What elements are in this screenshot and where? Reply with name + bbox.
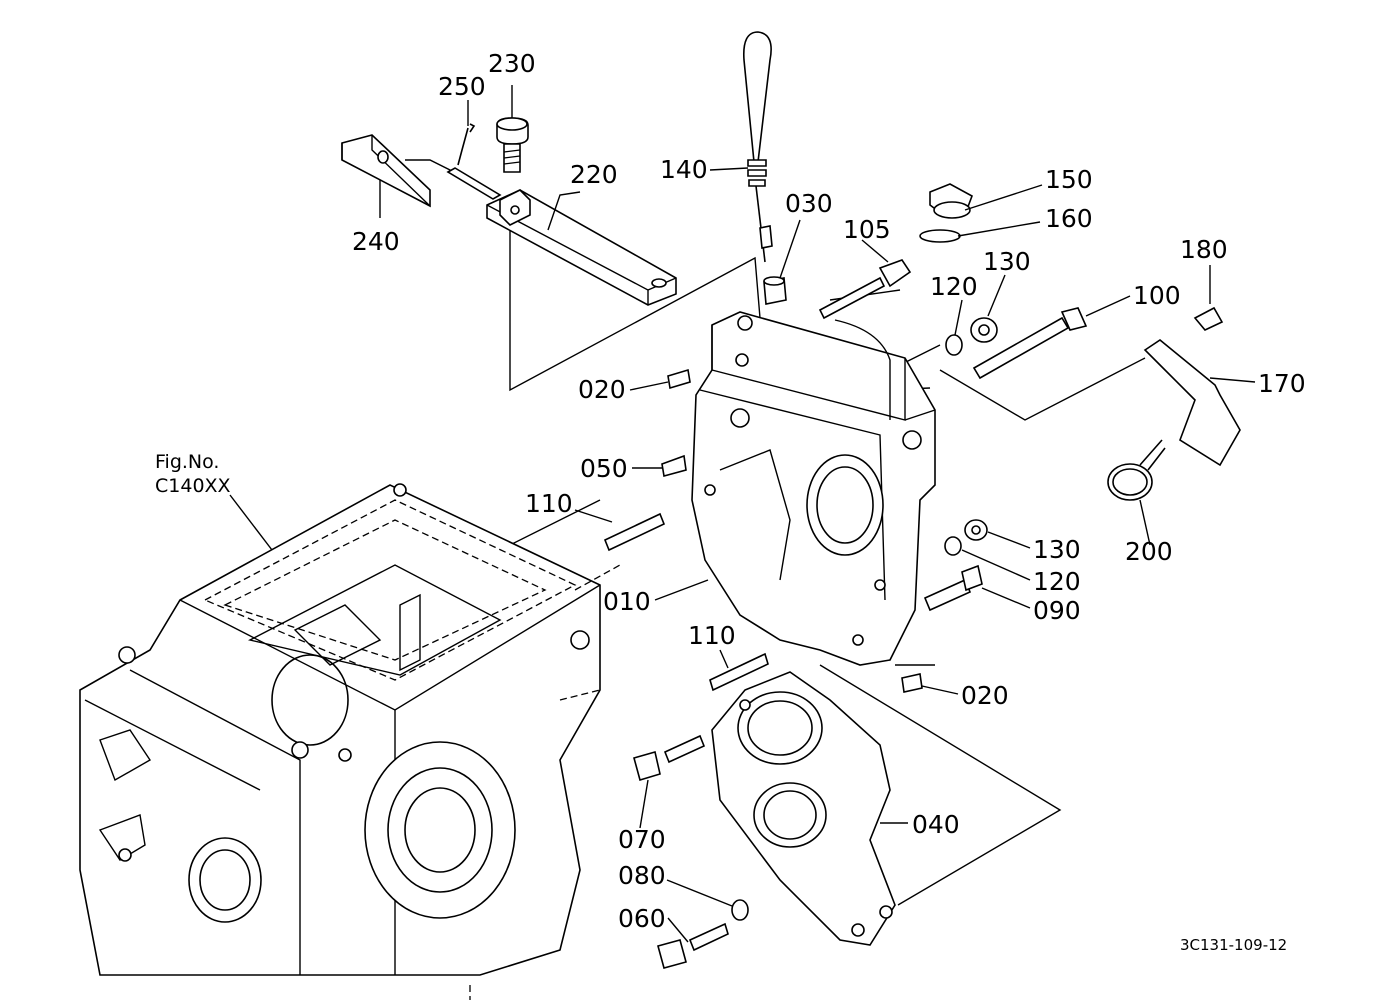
part-label: 080: [618, 861, 666, 890]
part-label: 250: [438, 72, 486, 101]
figure-ref-leader: [229, 494, 273, 551]
lower-cover: [633, 652, 896, 969]
bracket-assembly: [341, 117, 677, 306]
part-label: 110: [688, 621, 736, 650]
drawing-code: 3C131-109-12: [1180, 936, 1287, 954]
main-housing: [603, 311, 988, 693]
part-label: 170: [1258, 369, 1306, 398]
part-label: 050: [580, 454, 628, 483]
part-label: 020: [578, 375, 626, 404]
part-label: 040: [912, 810, 960, 839]
part-label: 100: [1133, 281, 1181, 310]
part-label: 120: [1033, 567, 1081, 596]
label-leaders: [379, 85, 1256, 943]
part-label: 110: [525, 489, 573, 518]
part-label: 060: [618, 904, 666, 933]
part-label: 010: [603, 587, 651, 616]
dipstick-and-plug: [742, 31, 787, 305]
part-label: 220: [570, 160, 618, 189]
part-label: 230: [488, 49, 536, 78]
transmission-case: [79, 483, 621, 1000]
part-label: 240: [352, 227, 400, 256]
part-label: 140: [660, 155, 708, 184]
part-label: 200: [1125, 537, 1173, 566]
figure-ref-line-1: Fig.No.: [155, 451, 219, 473]
part-labels: 230 250 220 240 140 030 150 160 105 180 …: [352, 49, 1306, 933]
part-label: 180: [1180, 235, 1228, 264]
part-label: 130: [1033, 535, 1081, 564]
part-label: 150: [1045, 165, 1093, 194]
part-label: 090: [1033, 596, 1081, 625]
part-label: 030: [785, 189, 833, 218]
part-label: 130: [983, 247, 1031, 276]
part-label: 020: [961, 681, 1009, 710]
fastener-parts: [818, 183, 1241, 501]
part-label: 160: [1045, 204, 1093, 233]
part-label: 120: [930, 272, 978, 301]
part-label: 070: [618, 825, 666, 854]
part-label: 105: [843, 215, 891, 244]
figure-ref-line-2: C140XX: [155, 475, 231, 497]
